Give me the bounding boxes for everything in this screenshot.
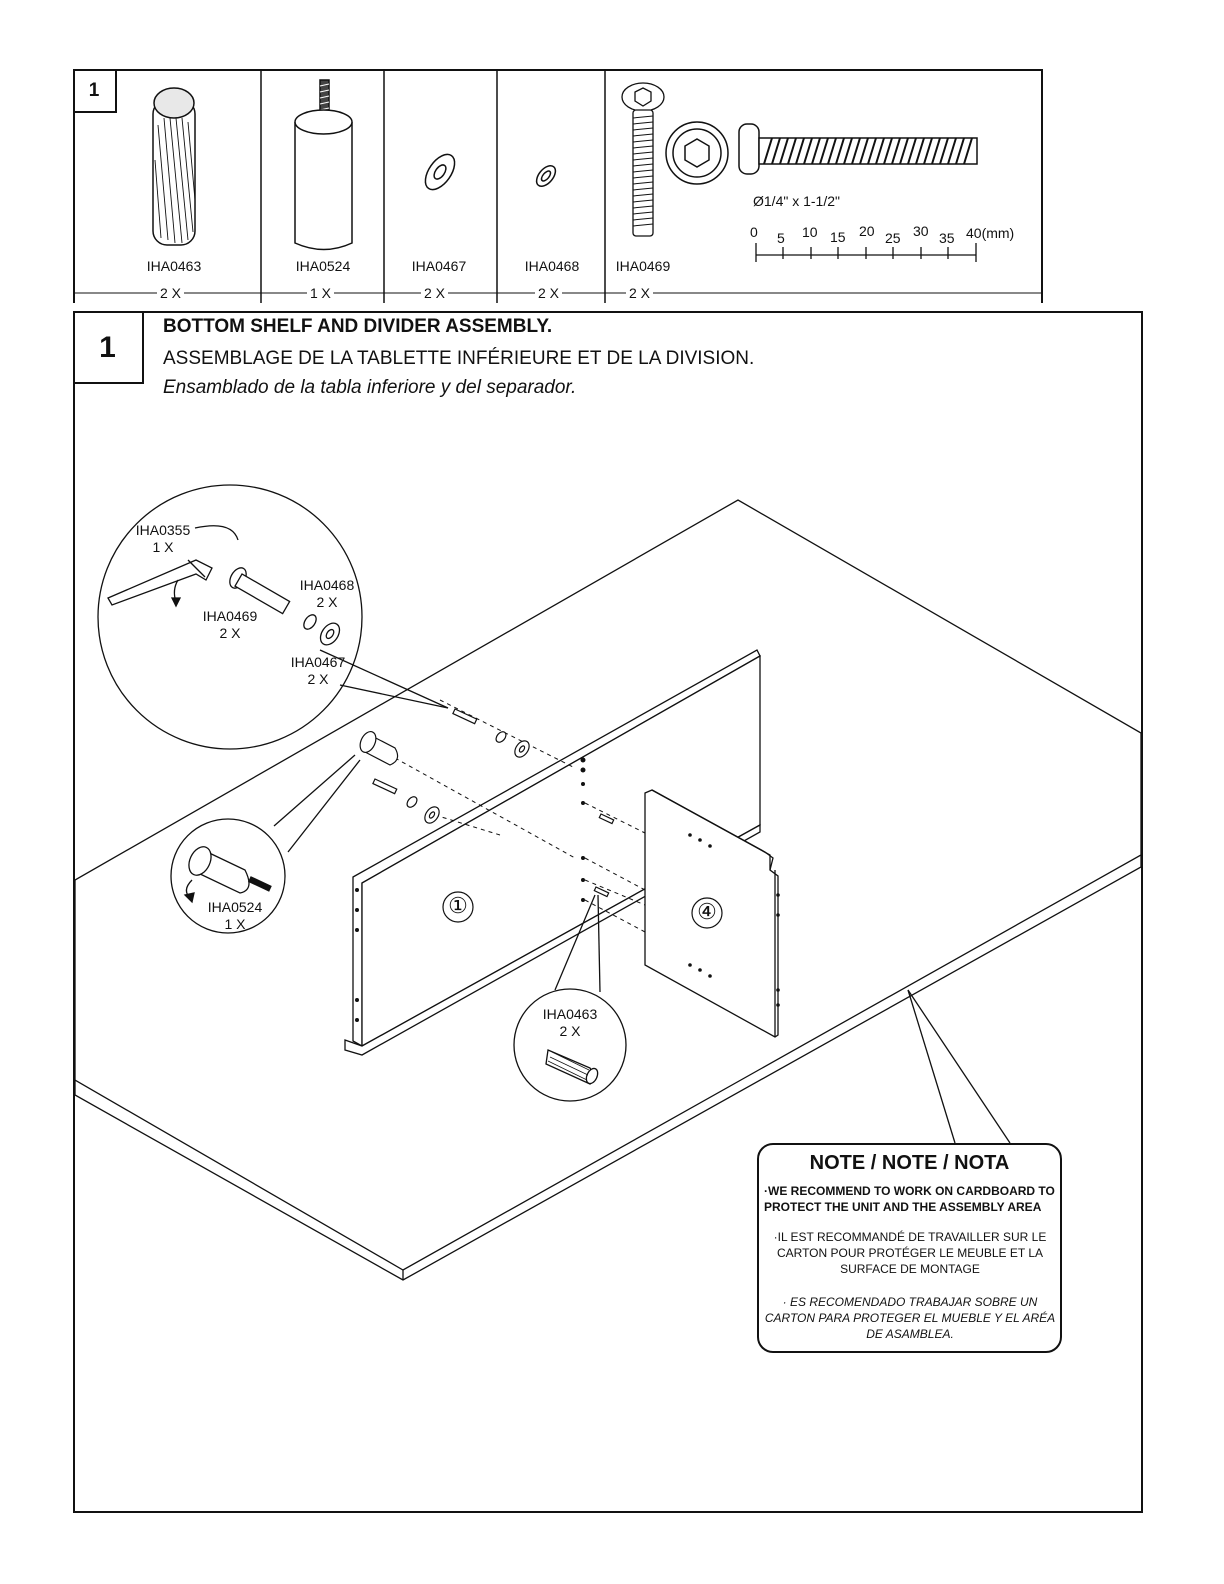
step-title-en: BOTTOM SHELF AND DIVIDER ASSEMBLY. [163, 316, 553, 337]
scale-label: 30 [913, 223, 929, 239]
part-qty-screw: 2 X [626, 285, 654, 301]
dowel-icon [152, 87, 196, 246]
panel-1-label: ① [448, 893, 468, 918]
scale-label: 10 [802, 224, 818, 240]
mm-ruler [755, 243, 977, 262]
callout-allen-key: IHA0355 1 X [135, 522, 191, 555]
note-text-es: · ES RECOMENDADO TRABAJAR SOBRE UN CARTO… [764, 1295, 1056, 1341]
hardware-step-number: 1 [73, 69, 117, 113]
scale-label: 0 [750, 224, 758, 240]
screw-detail-callout [97, 484, 449, 750]
screw-side-icon [738, 123, 978, 175]
part-code-cam-bolt: IHA0524 [295, 258, 351, 274]
panel-1-circle [442, 891, 474, 923]
note-pointer [907, 989, 1011, 1144]
hardware-box [73, 69, 1043, 303]
cam-bolt-icon [294, 79, 353, 251]
callout-screw: IHA0469 2 X [202, 608, 258, 641]
screw-icon [621, 82, 665, 237]
step-box [73, 311, 1143, 1513]
part-code-dowel: IHA0463 [146, 258, 202, 274]
part-code-screw: IHA0469 [615, 258, 671, 274]
part-code-washer: IHA0467 [411, 258, 467, 274]
scale-label: 40(mm) [966, 225, 1015, 241]
scale-label: 35 [939, 230, 955, 246]
dowel-detail-callout [513, 894, 627, 1102]
callout-lock-washer: IHA0468 2 X [299, 577, 355, 610]
part-qty-dowel: 2 X [157, 285, 185, 301]
step-title-es: Ensamblado de la tabla inferiore y del s… [163, 377, 577, 398]
part-qty-washer: 2 X [421, 285, 449, 301]
cam-bolt-detail-callout [170, 754, 361, 934]
step-title-fr: ASSEMBLAGE DE LA TABLETTE INFÉRIEURE ET … [163, 348, 755, 369]
callout-cam-bolt: IHA0524 1 X [207, 899, 263, 932]
bottom-shelf-panel [344, 649, 761, 1056]
scale-label: 25 [885, 230, 901, 246]
hardware-drawings [73, 69, 1043, 303]
note-text-en: ·WE RECOMMEND TO WORK ON CARDBOARD TO PR… [764, 1184, 1055, 1214]
note-text-fr: ·IL EST RECOMMANDÉ DE TRAVAILLER SUR LE … [773, 1230, 1047, 1276]
scale-label: 20 [859, 223, 875, 239]
callout-washer: IHA0467 2 X [290, 654, 346, 687]
screw-spec: Ø1/4" x 1-1/2" [753, 193, 840, 209]
screw-head-icon [665, 121, 729, 185]
panel-4-label: ④ [697, 899, 717, 924]
part-code-lock-washer: IHA0468 [524, 258, 580, 274]
scale-label: 5 [777, 230, 785, 246]
washer-icon [424, 153, 456, 191]
part-qty-lock-washer: 2 X [535, 285, 563, 301]
callout-dowel: IHA0463 2 X [542, 1006, 598, 1039]
scale-label: 15 [830, 229, 846, 245]
lock-washer-icon [535, 165, 557, 187]
step-number: 1 [73, 311, 144, 384]
note-title: NOTE / NOTE / NOTA [809, 1152, 1010, 1174]
panel-4-circle [691, 897, 723, 929]
part-qty-cam-bolt: 1 X [307, 285, 335, 301]
note-box [757, 1143, 1062, 1353]
